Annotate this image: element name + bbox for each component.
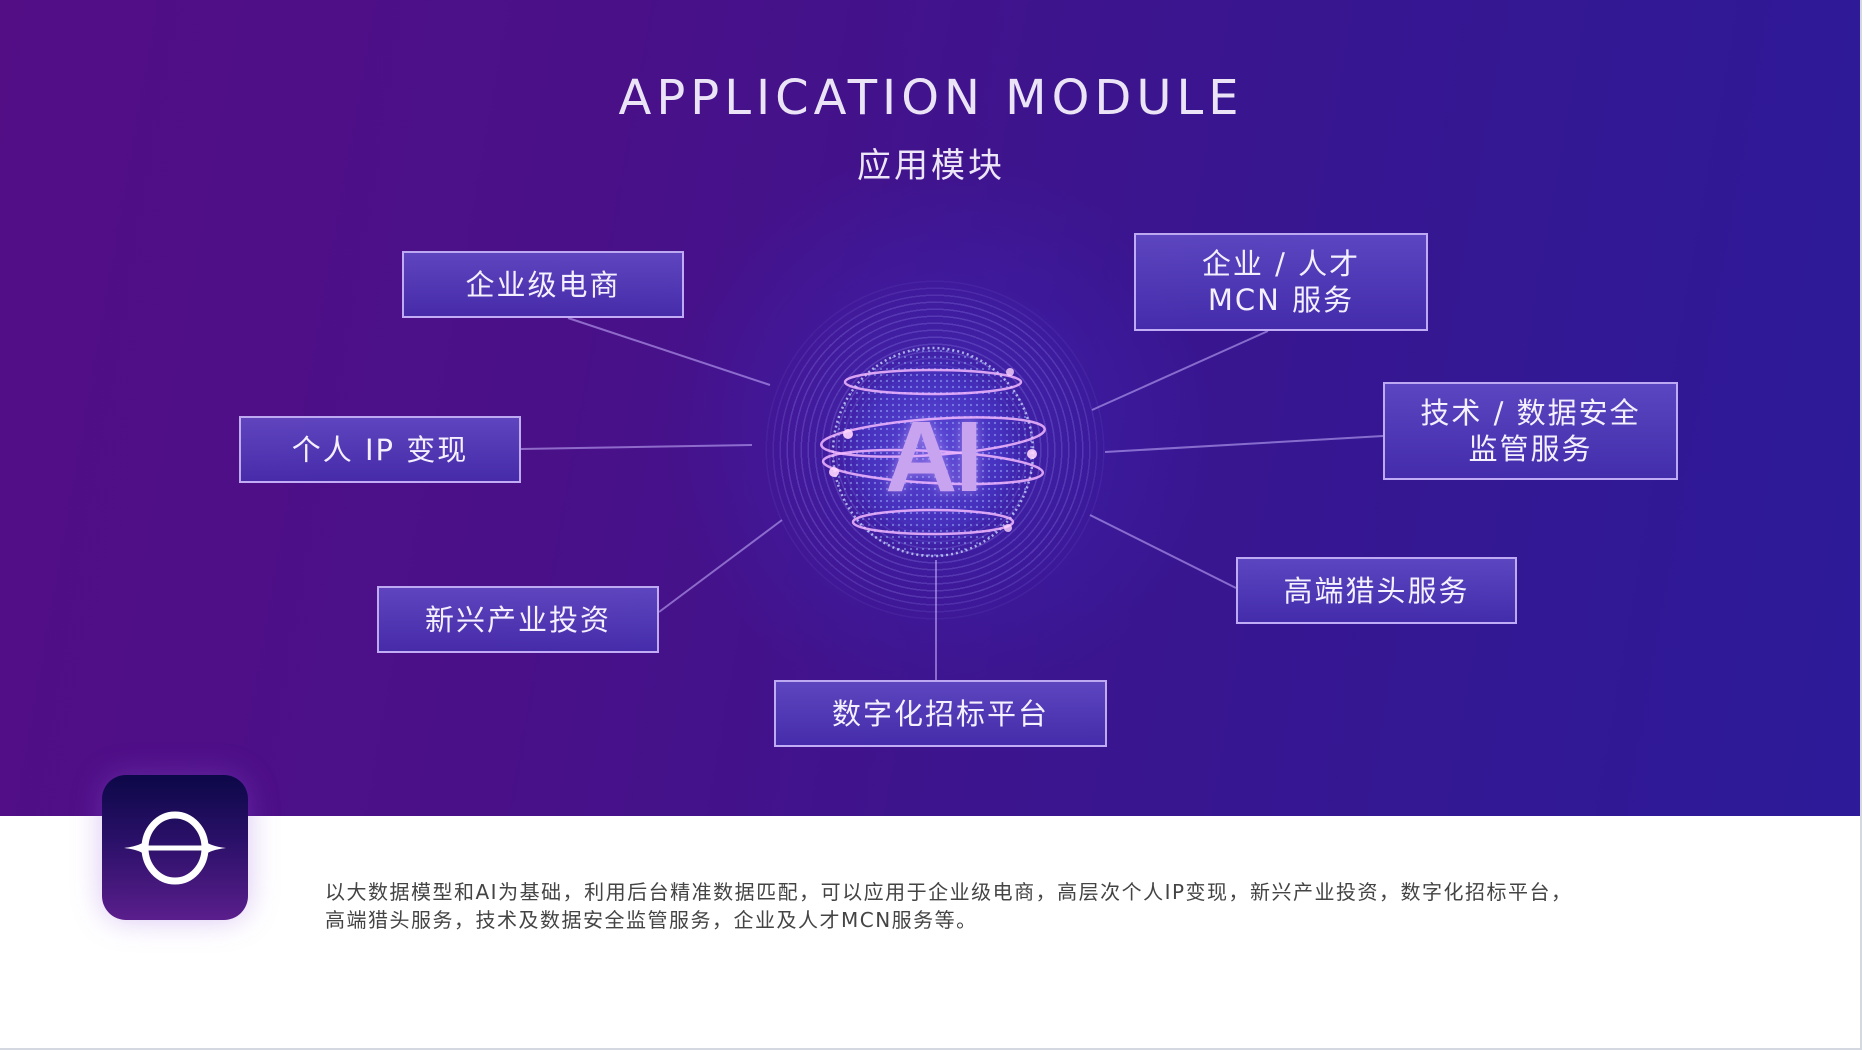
module-label: 高端猎头服务: [1283, 573, 1470, 608]
hero-banner: APPLICATION MODULE 应用模块: [0, 0, 1860, 816]
module-label: 新兴产业投资: [424, 602, 611, 637]
description-line-1: 以大数据模型和AI为基础，利用后台精准数据匹配，可以应用于企业级电商，高层次个人…: [325, 880, 1573, 904]
connector-tech-data-security: [1104, 435, 1384, 453]
connector-personal-ip: [520, 444, 753, 450]
module-label: 个人 IP 变现: [291, 432, 469, 467]
module-headhunting[interactable]: 高端猎头服务: [1236, 557, 1517, 624]
module-label: 数字化招标平台: [831, 696, 1049, 731]
module-label-line1: 技术 / 数据安全: [1420, 396, 1641, 430]
module-personal-ip[interactable]: 个人 IP 变现: [239, 416, 521, 483]
module-digital-bidding[interactable]: 数字化招标平台: [774, 680, 1107, 747]
module-label-line2: MCN 服务: [1207, 283, 1355, 317]
module-enterprise-ecommerce[interactable]: 企业级电商: [402, 251, 684, 318]
connector-enterprise-talent-mcn: [1091, 330, 1269, 411]
page-title-english: APPLICATION MODULE: [618, 70, 1244, 126]
connector-enterprise-ecommerce: [567, 317, 771, 386]
module-tech-data-security[interactable]: 技术 / 数据安全 监管服务: [1383, 382, 1678, 480]
module-label-line1: 企业 / 人才: [1201, 247, 1361, 281]
module-emerging-investment[interactable]: 新兴产业投资: [377, 586, 659, 653]
connector-lines: [520, 317, 1384, 680]
module-enterprise-talent-mcn[interactable]: 企业 / 人才 MCN 服务: [1134, 233, 1428, 331]
brand-orbit-logo-icon: [102, 775, 248, 920]
module-label-line2: 监管服务: [1468, 432, 1593, 466]
ai-globe-icon: AI: [818, 342, 1048, 562]
connector-headhunting: [1089, 514, 1237, 589]
module-label: 企业级电商: [465, 267, 621, 302]
description-paragraph: 以大数据模型和AI为基础，利用后台精准数据匹配，可以应用于企业级电商，高层次个人…: [325, 878, 1805, 934]
description-line-2: 高端猎头服务，技术及数据安全监管服务，企业及人才MCN服务等。: [325, 908, 978, 932]
connector-emerging-investment: [658, 519, 783, 613]
ai-label: AI: [885, 401, 983, 513]
page-title-chinese: 应用模块: [857, 146, 1005, 186]
